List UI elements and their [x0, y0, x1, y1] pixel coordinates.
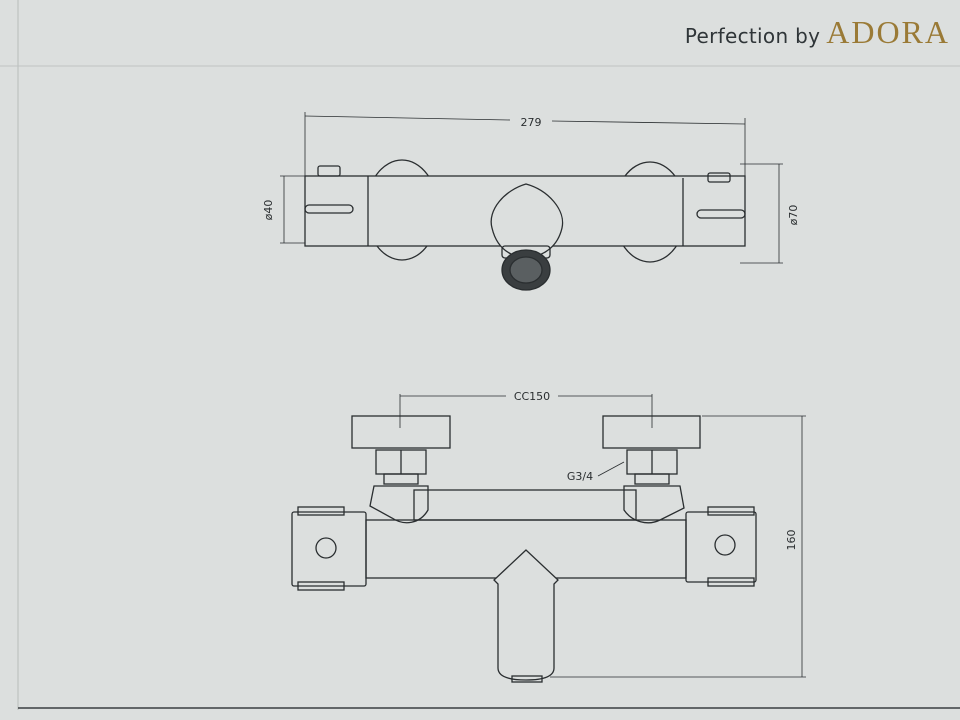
dim-70-label: ø70 — [787, 205, 800, 226]
right-block-bottom-tab — [707, 577, 755, 587]
thread-leader — [597, 461, 625, 477]
dim-40-label: ø40 — [262, 200, 275, 221]
aerator-inner — [509, 256, 543, 284]
thread-size-label: G3/4 — [567, 470, 593, 483]
left-end-block — [291, 511, 367, 587]
left-handle-slot — [304, 204, 354, 214]
right-block-top-tab — [707, 506, 755, 516]
spout-outlet — [511, 675, 543, 683]
right-cap — [707, 172, 731, 183]
top-view — [280, 112, 783, 291]
spout-front — [493, 549, 559, 681]
dim-279-line-right — [551, 120, 746, 125]
dim-279-label: 279 — [521, 116, 542, 129]
right-wall-flange — [602, 415, 701, 449]
connecting-bar — [413, 489, 637, 521]
left-eccentric-arm — [369, 485, 429, 524]
brand-logo-text: ADORA — [826, 14, 950, 50]
left-control-icon — [315, 537, 337, 559]
right-handle-slot — [696, 209, 746, 219]
right-end-block — [685, 511, 757, 583]
front-view — [291, 394, 806, 683]
dim-160-label: 160 — [785, 530, 798, 551]
right-control-icon — [714, 534, 736, 556]
left-wall-flange — [351, 415, 451, 449]
right-connector — [634, 473, 670, 485]
left-connector — [383, 473, 419, 485]
left-block-bottom-tab — [297, 581, 345, 591]
left-cap — [317, 165, 341, 177]
left-block-top-tab — [297, 506, 345, 516]
dim-cc150-label: CC150 — [514, 390, 550, 403]
tagline-text: Perfection by — [684, 24, 821, 48]
right-eccentric-arm — [623, 485, 685, 524]
dim-279-line-left — [304, 115, 511, 121]
